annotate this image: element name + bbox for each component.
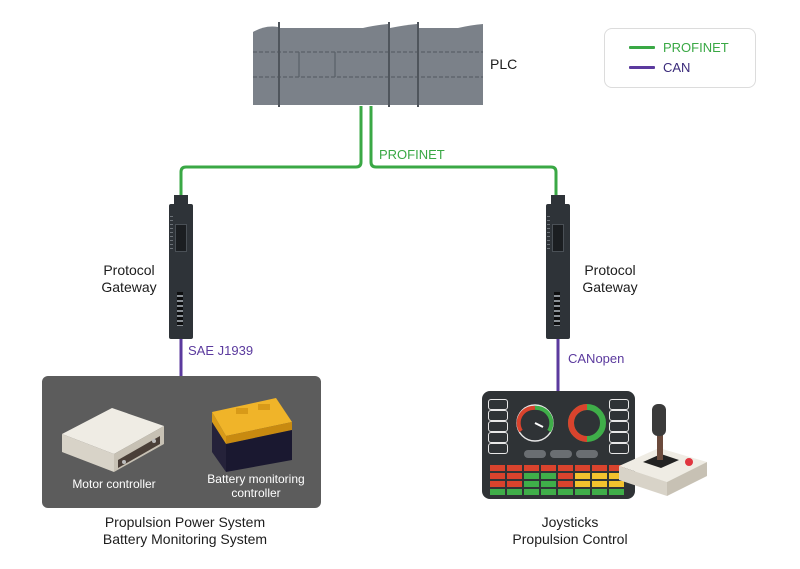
meter-cell — [524, 465, 539, 471]
dashboard-button-icon — [488, 410, 508, 421]
legend-item-profinet: PROFINET — [629, 40, 729, 55]
profinet-wire-right — [369, 106, 558, 200]
meter-cell — [609, 465, 624, 471]
can-connector-icon — [554, 292, 560, 326]
left-gateway-label: Protocol Gateway — [101, 262, 157, 295]
meter-cell — [592, 465, 607, 471]
meter-cell — [575, 481, 590, 487]
meter-cell — [558, 489, 573, 495]
meter-cell — [507, 481, 522, 487]
meter-cell — [524, 481, 539, 487]
ethernet-port-icon — [552, 224, 564, 252]
propulsion-power-panel: Motor controller Battery monitoring cont… — [42, 376, 321, 508]
meter-cell — [507, 489, 522, 495]
legend-label: CAN — [663, 60, 691, 75]
meter-cell — [592, 489, 607, 495]
right-protocol-gateway — [546, 195, 570, 339]
dashboard-button-icon — [609, 432, 629, 443]
meter-cell — [541, 473, 556, 479]
battery-monitoring-label: Battery monitoring controller — [207, 472, 305, 500]
meter-cell — [609, 489, 624, 495]
left-system-caption: Propulsion Power System Battery Monitori… — [102, 514, 268, 547]
meter-cell — [507, 465, 522, 471]
left-protocol-gateway — [169, 195, 193, 339]
battery-icon — [212, 398, 292, 472]
legend: PROFINET CAN — [604, 28, 756, 88]
meter-cell — [592, 481, 607, 487]
meter-cell — [558, 473, 573, 479]
legend-item-can: CAN — [629, 60, 690, 75]
meter-cell — [541, 465, 556, 471]
motor-controller-icon — [62, 408, 164, 472]
gauges-icon — [516, 404, 606, 442]
meter-cell — [541, 481, 556, 487]
right-system-caption: Joysticks Propulsion Control — [512, 514, 628, 547]
meter-cell — [507, 473, 522, 479]
dashboard-button-icon — [488, 432, 508, 443]
dashboard-button-icon — [609, 443, 629, 454]
plc-icon — [253, 22, 483, 107]
meter-cell — [524, 473, 539, 479]
dashboard-button-icon — [488, 421, 508, 432]
meter-cell — [575, 489, 590, 495]
profinet-line-swatch — [629, 46, 655, 49]
profinet-wire-left — [179, 106, 363, 200]
meter-cell — [541, 489, 556, 495]
motor-controller-label: Motor controller — [72, 477, 156, 491]
joystick-icon — [619, 404, 707, 496]
dashboard-panel-icon — [482, 391, 635, 499]
dashboard-button-icon — [609, 410, 629, 421]
meter-cell — [490, 473, 505, 479]
right-gateway-label: Protocol Gateway — [582, 262, 638, 295]
meter-cell — [592, 473, 607, 479]
legend-label: PROFINET — [663, 40, 729, 55]
meter-cell — [609, 473, 624, 479]
meter-cell — [490, 465, 505, 471]
plc-device — [253, 22, 483, 107]
canopen-label: CANopen — [568, 351, 625, 366]
meter-cell — [575, 465, 590, 471]
ethernet-port-icon — [175, 224, 187, 252]
meter-cell — [575, 473, 590, 479]
dashboard-button-icon — [609, 399, 629, 410]
meter-cell — [490, 489, 505, 495]
meter-cell — [524, 489, 539, 495]
sae-j1939-label: SAE J1939 — [188, 343, 254, 358]
plc-label: PLC — [490, 56, 518, 72]
can-connector-icon — [177, 292, 183, 326]
meter-cell — [609, 481, 624, 487]
dashboard-button-icon — [488, 443, 508, 454]
dashboard-button-icon — [609, 421, 629, 432]
dashboard-button-icon — [488, 399, 508, 410]
profinet-link-label: PROFINET — [379, 147, 445, 162]
meter-cell — [558, 465, 573, 471]
can-line-swatch — [629, 66, 655, 69]
meter-cell — [558, 481, 573, 487]
meter-cell — [490, 481, 505, 487]
